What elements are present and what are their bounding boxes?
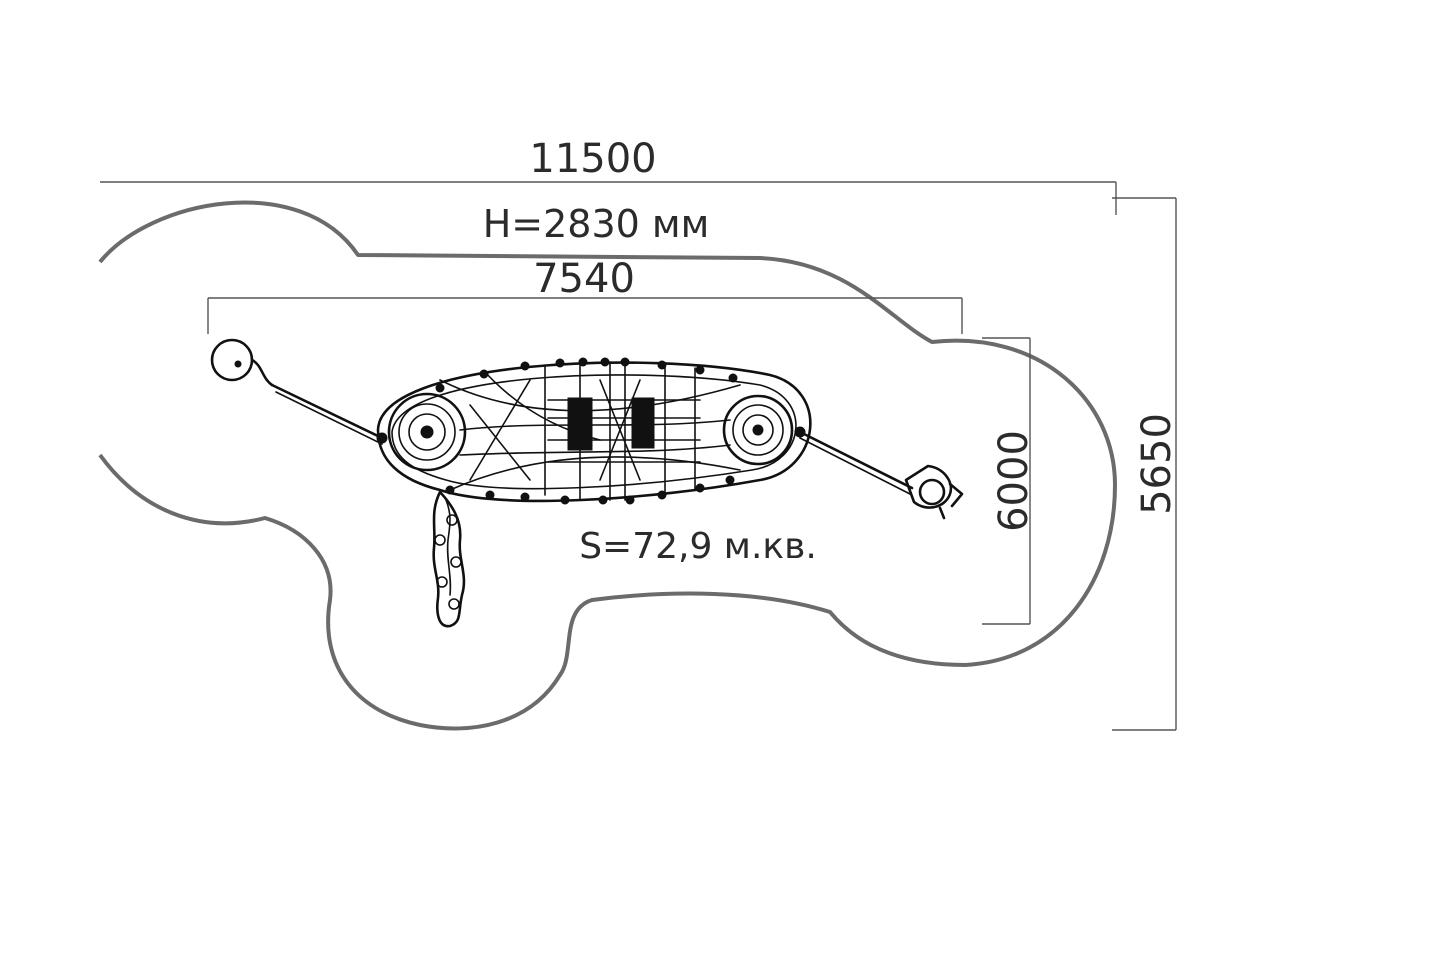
area-label: S=72,9 м.кв. xyxy=(579,526,817,567)
climbing-rope xyxy=(432,490,466,628)
dark-panel-left xyxy=(567,397,593,451)
height-label: H=2830 мм xyxy=(483,202,710,246)
right-wheel xyxy=(722,394,794,466)
equipment-width-label: 6000 xyxy=(991,430,1037,532)
outer-frame xyxy=(376,361,812,503)
right-rope-hook xyxy=(798,430,964,520)
equipment-length-label: 7540 xyxy=(533,256,635,302)
dimension-equipment-width: 6000 xyxy=(982,337,1037,625)
overall-width-label: 5650 xyxy=(1134,413,1180,515)
dark-panel-right xyxy=(631,397,655,449)
left-rope-ring xyxy=(210,338,384,445)
climbing-net-structure xyxy=(210,338,964,628)
dimension-equipment-length: 7540 xyxy=(207,256,963,334)
overall-length-label: 11500 xyxy=(529,136,656,182)
left-wheel xyxy=(387,392,467,472)
inner-frame xyxy=(391,374,797,490)
dimension-overall-length: 11500 xyxy=(100,136,1117,215)
dimension-overall-width: 5650 xyxy=(1112,197,1180,731)
